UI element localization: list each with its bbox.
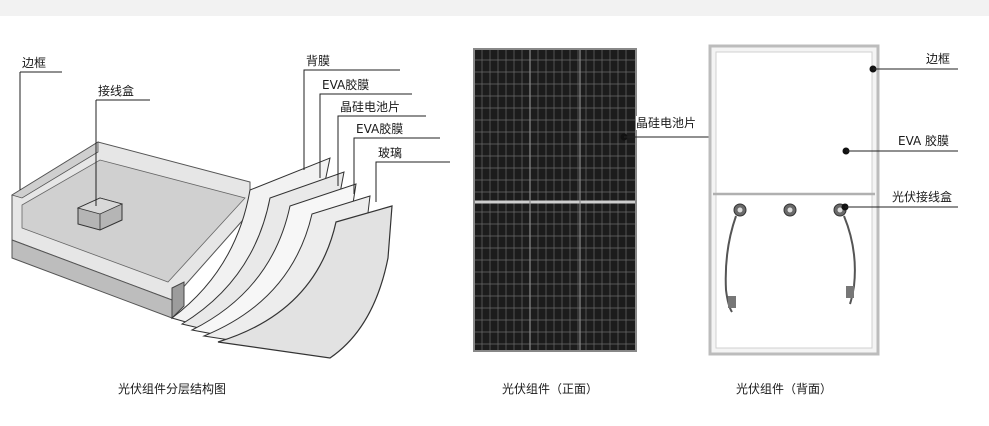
- label-back-frame: 边框: [926, 52, 950, 66]
- leader-glass: [376, 162, 450, 202]
- label-cell: 晶硅电池片: [340, 100, 400, 114]
- back-panel-sheet: [716, 52, 872, 348]
- label-back-eva: EVA 胶膜: [898, 134, 949, 148]
- caption-front-view: 光伏组件（正面）: [502, 380, 598, 397]
- caption-layer-structure: 光伏组件分层结构图: [118, 380, 226, 397]
- label-junction-box: 接线盒: [98, 84, 134, 98]
- label-glass: 玻璃: [378, 146, 402, 160]
- label-eva-top: EVA胶膜: [322, 78, 369, 92]
- label-frame: 边框: [22, 56, 46, 70]
- label-back-junction: 光伏接线盒: [892, 190, 952, 204]
- label-eva-bottom: EVA胶膜: [356, 122, 403, 136]
- caption-back-view: 光伏组件（背面）: [736, 380, 832, 397]
- label-front-cell: 晶硅电池片: [636, 116, 696, 130]
- label-backsheet: 背膜: [306, 54, 330, 68]
